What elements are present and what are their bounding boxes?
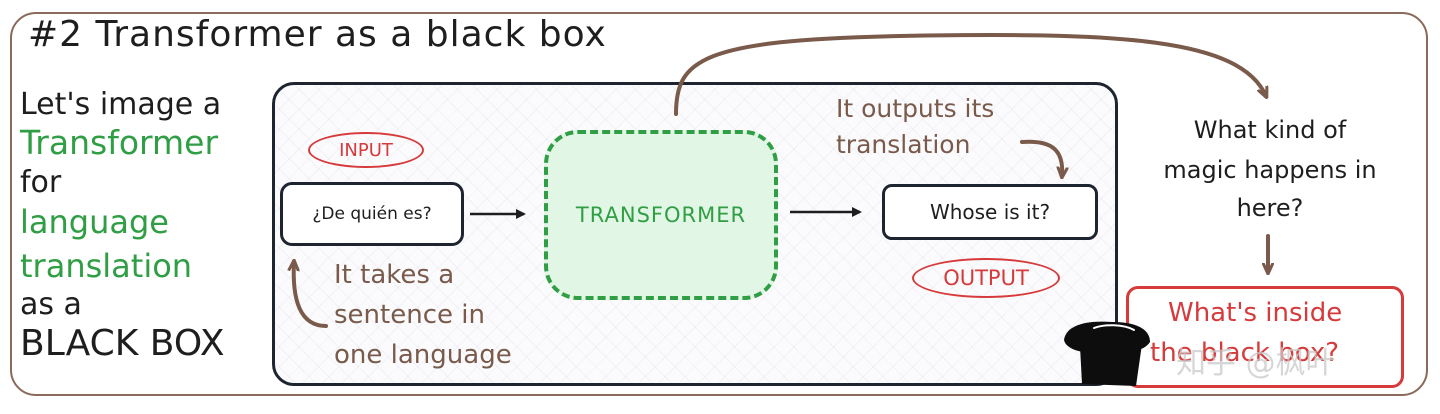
intro-line-2: Transformer <box>20 123 219 162</box>
diagram-title: #2 Transformer as a black box <box>28 14 607 55</box>
arrow-curve-to-question <box>674 33 1266 116</box>
arrow-takes-note <box>294 262 328 328</box>
intro-line-7: BLACK BOX <box>20 323 225 364</box>
watermark: 知乎 @枫叶 <box>1176 346 1336 381</box>
outputs-note-1: It outputs its <box>836 94 995 123</box>
magic-question-3: here? <box>1236 194 1304 222</box>
transformer-block: TRANSFORMER <box>544 130 778 300</box>
whats-inside-box <box>1126 286 1404 388</box>
output-label: OUTPUT <box>912 258 1060 298</box>
source-sentence-box: ¿De quién es? <box>280 182 464 246</box>
black-box-icon <box>1064 321 1150 386</box>
intro-line-1: Let's image a <box>20 87 222 122</box>
whats-inside-line-2: the black box? <box>1150 338 1340 368</box>
arrow-outputs-note <box>1020 139 1062 176</box>
intro-line-4: language <box>20 203 169 241</box>
intro-line-6: as a <box>20 287 82 322</box>
takes-note-3: one language <box>334 340 512 370</box>
magic-question-1: What kind of <box>1193 116 1347 144</box>
intro-line-3: for <box>20 165 62 200</box>
takes-note-2: sentence in <box>334 300 485 330</box>
whats-inside-line-1: What's inside <box>1168 298 1343 328</box>
outer-frame <box>10 12 1428 396</box>
input-label: INPUT <box>308 132 424 168</box>
target-sentence-box: Whose is it? <box>882 184 1098 240</box>
takes-note-1: It takes a <box>334 260 455 290</box>
outputs-note-2: translation <box>836 130 971 159</box>
magic-question-2: magic happens in <box>1163 156 1377 184</box>
intro-line-5: translation <box>20 247 193 285</box>
